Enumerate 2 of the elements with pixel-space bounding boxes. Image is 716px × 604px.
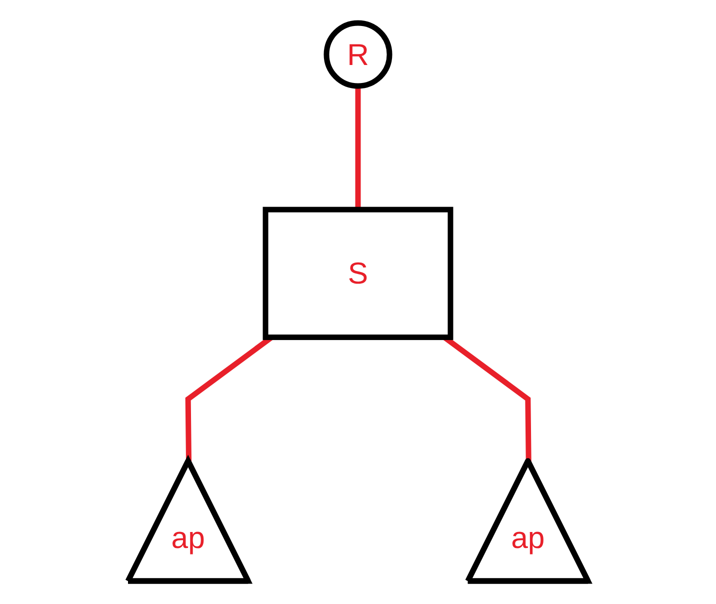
- node-circle: R: [324, 20, 392, 89]
- node-box: S: [262, 206, 454, 340]
